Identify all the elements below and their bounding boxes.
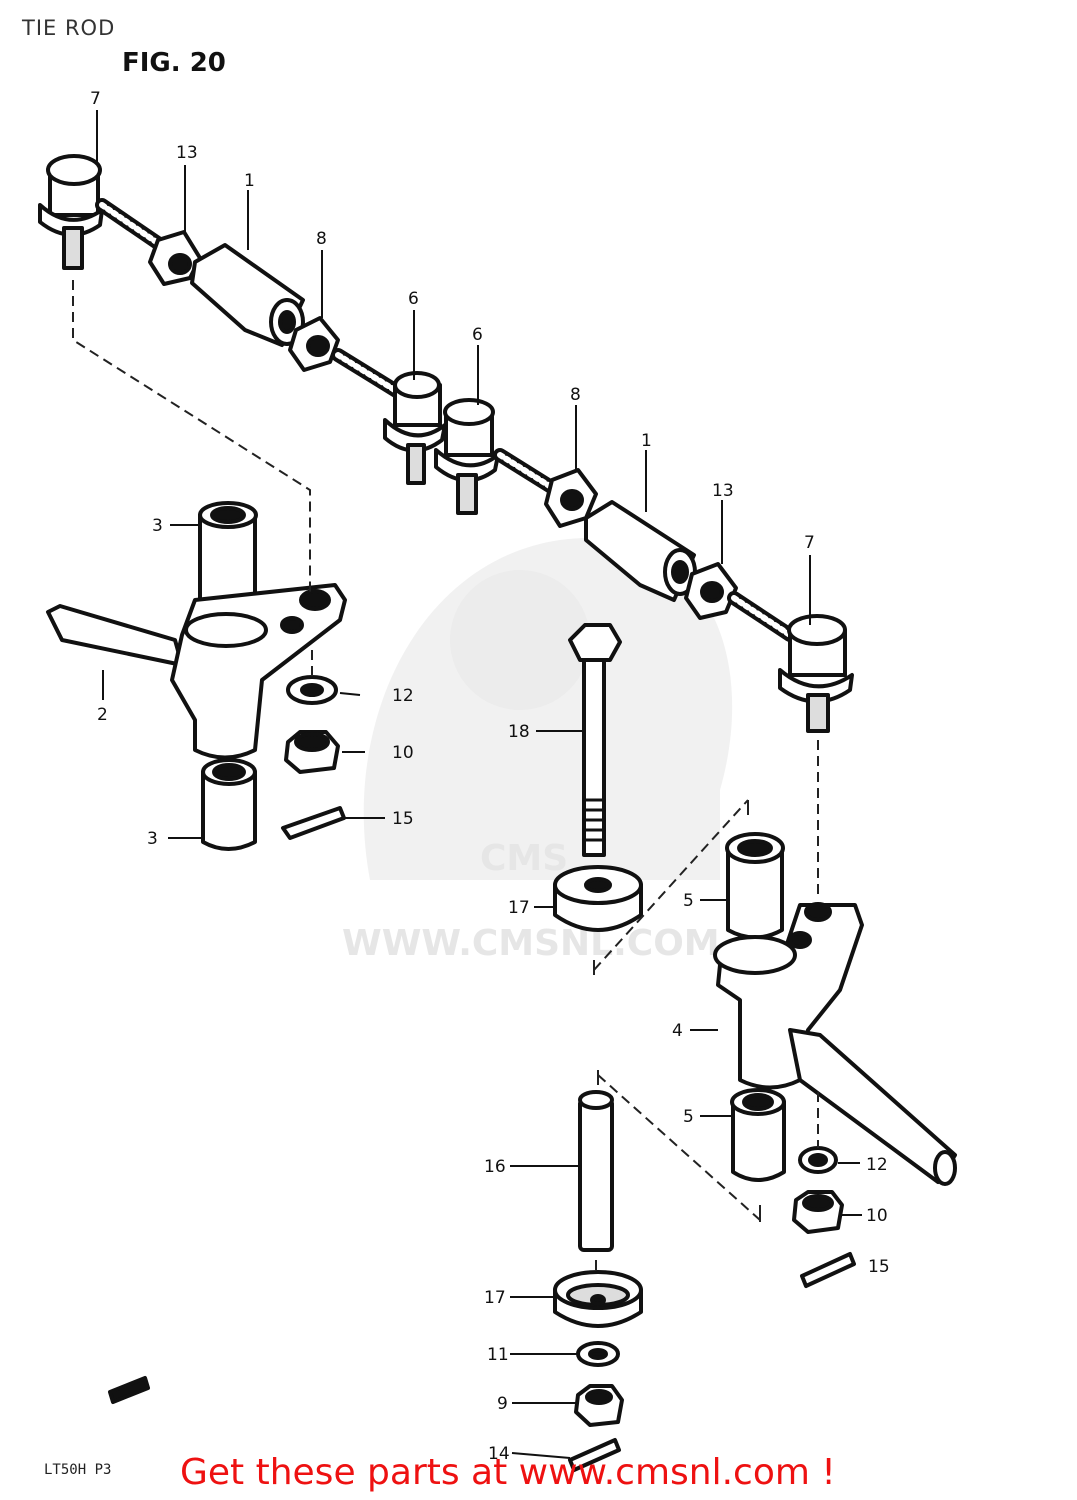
callout-3-upper: 3 xyxy=(152,516,163,536)
figure-label: FIG. 20 xyxy=(122,48,226,78)
washer-11 xyxy=(576,1341,620,1367)
callout-5-lower: 5 xyxy=(683,1107,694,1127)
callout-12-left: 12 xyxy=(392,686,414,706)
callout-12-right: 12 xyxy=(866,1155,888,1175)
nut-13-left xyxy=(148,230,202,286)
callout-8-right: 8 xyxy=(570,385,581,405)
bushing-5-upper xyxy=(725,832,785,940)
bushing-5-lower xyxy=(730,1088,786,1182)
callout-13-left: 13 xyxy=(176,143,198,163)
nut-10-right xyxy=(792,1190,844,1234)
cotter-pin-15-left xyxy=(281,806,346,840)
tie-rod-end-center-right xyxy=(434,398,500,515)
knuckle-left xyxy=(46,583,347,760)
nut-8-left xyxy=(288,316,340,372)
page-title: TIE ROD xyxy=(22,16,116,40)
callout-8-left: 8 xyxy=(316,229,327,249)
cotter-pin-15-right xyxy=(800,1252,856,1288)
part-callouts: 7 13 1 8 6 6 8 1 13 7 3 2 12 10 15 3 18 … xyxy=(90,89,890,1464)
callout-7-left: 7 xyxy=(90,89,101,109)
adjuster-sleeve-right xyxy=(584,500,697,602)
tie-rod-end-right xyxy=(778,614,854,733)
nut-10-left xyxy=(284,730,340,774)
watermark-logo: CMS xyxy=(480,838,568,879)
model-code: LT50H P3 xyxy=(44,1462,112,1478)
callout-17-lower: 17 xyxy=(484,1288,506,1308)
callout-7-right: 7 xyxy=(804,533,815,553)
tie-rod-end-left xyxy=(38,154,175,270)
callout-17-upper: 17 xyxy=(508,898,530,918)
cotter-pin-14 xyxy=(568,1438,621,1472)
logo-stamp xyxy=(108,1376,150,1404)
callout-15-left: 15 xyxy=(392,809,414,829)
bushing-3-upper xyxy=(198,501,258,608)
callout-6-right: 6 xyxy=(472,325,483,345)
callout-6-left: 6 xyxy=(408,289,419,309)
watermark-url: WWW.CMSNL.COM xyxy=(342,923,720,964)
callout-2: 2 xyxy=(97,705,108,725)
callout-18: 18 xyxy=(508,722,530,742)
callout-9: 9 xyxy=(497,1394,508,1414)
callout-1-left: 1 xyxy=(244,171,255,191)
callout-13-right: 13 xyxy=(712,481,734,501)
bushing-3-lower xyxy=(201,758,257,851)
callout-10-left: 10 xyxy=(392,743,414,763)
callout-16: 16 xyxy=(484,1157,506,1177)
tie-rod-end-center-left xyxy=(383,371,447,485)
callout-14: 14 xyxy=(488,1444,510,1464)
callout-11: 11 xyxy=(487,1345,509,1365)
pin-16 xyxy=(578,1090,614,1252)
knuckle-right xyxy=(713,902,957,1186)
watermark: CMS WWW.CMSNL.COM xyxy=(342,537,733,964)
callout-10-right: 10 xyxy=(866,1206,888,1226)
callout-3-lower: 3 xyxy=(147,829,158,849)
parts-link-banner[interactable]: Get these parts at www.cmsnl.com ! xyxy=(180,1452,836,1493)
cup-17-lower xyxy=(553,1270,643,1328)
callout-15-right: 15 xyxy=(868,1257,890,1277)
adjuster-sleeve-left xyxy=(190,243,305,347)
nut-13-right xyxy=(684,562,738,620)
washer-12-left xyxy=(286,675,338,705)
callout-4: 4 xyxy=(672,1021,683,1041)
callout-5-upper: 5 xyxy=(683,891,694,911)
bolt-18 xyxy=(568,623,622,857)
washer-12-right xyxy=(798,1146,838,1174)
callout-1-right: 1 xyxy=(641,431,652,451)
spacer-17-upper xyxy=(553,865,643,932)
nut-9 xyxy=(574,1384,624,1427)
